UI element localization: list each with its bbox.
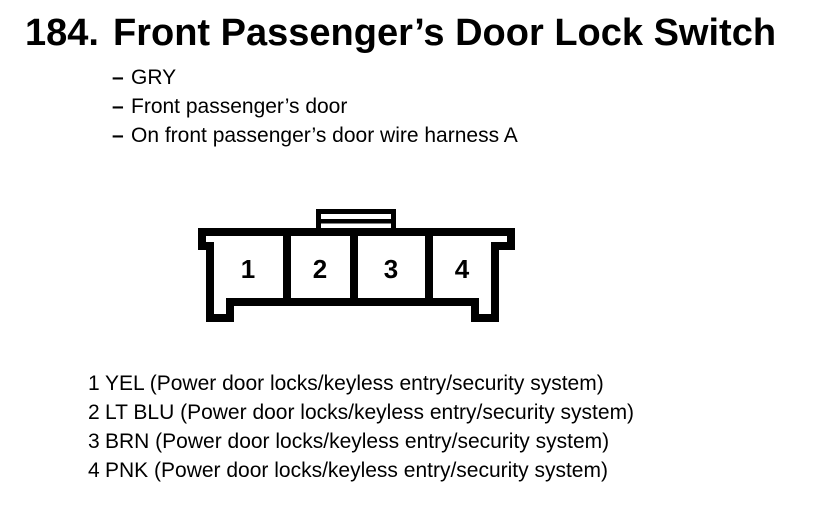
note-harness-text: On front passenger’s door wire harness A [131,124,518,147]
connector-cavity-4-label: 4 [455,254,470,284]
note-harness: –On front passenger’s door wire harness … [112,121,518,150]
page-heading: 184. Front Passenger’s Door Lock Switch [25,14,776,52]
bullet-dash: – [112,66,124,89]
connector-cavity-2-label: 2 [313,254,327,284]
page-title: Front Passenger’s Door Lock Switch [113,12,777,54]
pin-number: 1 [88,372,100,395]
section-number: 184. [25,12,99,54]
note-color-text: GRY [131,66,177,89]
connector-diagram: 1 2 3 4 [190,200,525,330]
pin-number: 2 [88,401,100,424]
bullet-dash: – [112,124,124,147]
note-location-text: Front passenger’s door [131,95,348,118]
connector-notes: –GRY –Front passenger’s door –On front p… [112,63,518,150]
pin-number: 4 [88,459,100,482]
connector-cavity-3-label: 3 [384,254,398,284]
bullet-dash: – [112,95,124,118]
pin-description: YEL (Power door locks/keyless entry/secu… [105,372,604,395]
connector-cavity-1-label: 1 [241,254,255,284]
pin-description: PNK (Power door locks/keyless entry/secu… [105,459,608,482]
pin-number: 3 [88,430,100,453]
note-color: –GRY [112,63,518,92]
pin-description: BRN (Power door locks/keyless entry/secu… [105,430,610,453]
connector-drawing-svg: 1 2 3 4 [198,209,515,322]
note-location: –Front passenger’s door [112,92,518,121]
pin-description: LT BLU (Power door locks/keyless entry/s… [105,401,635,424]
connector-outline [198,228,515,322]
connector-latch-tab [316,209,396,230]
